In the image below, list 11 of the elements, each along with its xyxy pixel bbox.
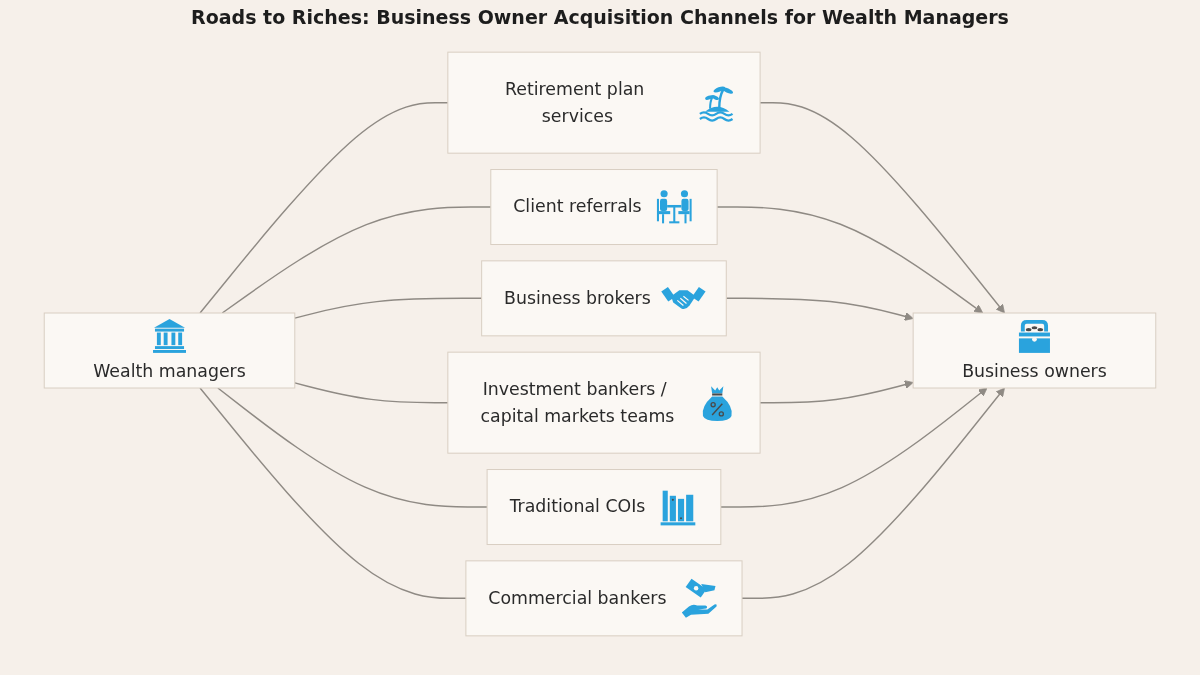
- node-box: Business owners: [912, 312, 1157, 389]
- diagram-title: Roads to Riches: Business Owner Acquisition Channels for Wealth Managers: [191, 6, 1009, 28]
- node-box: Retirement plan services: [447, 51, 761, 154]
- node-box: Commercial bankers: [465, 560, 743, 637]
- node-box: Wealth managers: [43, 312, 296, 389]
- node-box: Investment bankers / capital markets teams: [447, 351, 761, 454]
- arrow: [720, 387, 988, 508]
- node-box: Client referrals: [490, 169, 718, 245]
- node-box: Traditional COIs: [486, 469, 722, 545]
- node-box: Business brokers: [481, 260, 727, 337]
- connector: [217, 387, 488, 508]
